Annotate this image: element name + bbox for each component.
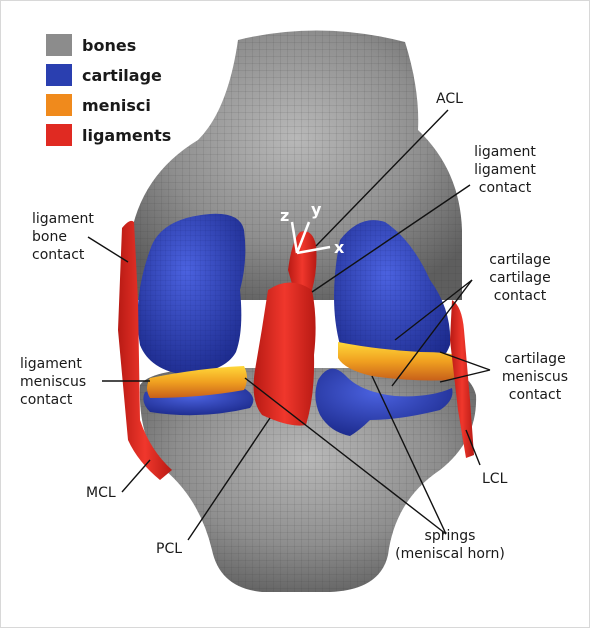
axis-label-x: x xyxy=(334,238,345,257)
label-ligament-bone-contact: ligament bone contact xyxy=(32,210,94,264)
meniscus-lateral xyxy=(338,342,459,381)
label-line: ligament xyxy=(32,211,94,227)
label-line: meniscus xyxy=(20,374,87,390)
ligament-mcl xyxy=(118,220,172,480)
label-line: cartilage xyxy=(504,351,566,367)
label-line: bone xyxy=(32,229,67,245)
label-line: ligament xyxy=(474,162,536,178)
annotation-leaders xyxy=(87,109,491,541)
label-ligament-meniscus-contact: ligament meniscus contact xyxy=(20,355,86,409)
label-line: contact xyxy=(493,288,547,304)
legend-label: ligaments xyxy=(82,125,172,145)
legend-swatch xyxy=(46,64,72,86)
ligament-pcl xyxy=(253,282,316,426)
label-lcl: LCL xyxy=(482,471,508,487)
tibia-bone xyxy=(139,368,477,592)
label-line: contact xyxy=(478,180,532,196)
legend-label: menisci xyxy=(82,95,151,115)
label-acl: ACL xyxy=(436,91,463,107)
legend-swatch xyxy=(46,124,72,146)
ligament-lcl xyxy=(450,300,474,458)
legend-item-bones: bones xyxy=(46,30,171,60)
label-line: ligament xyxy=(474,144,536,160)
label-line: springs xyxy=(424,528,476,544)
legend-swatch xyxy=(46,94,72,116)
label-line: cartilage xyxy=(489,270,551,286)
axis-label-z: z xyxy=(280,206,290,225)
meniscus-medial xyxy=(147,366,247,398)
coordinate-axes xyxy=(290,221,331,255)
cartilage-lateral-femoral xyxy=(334,220,451,375)
legend: bones cartilage menisci ligaments xyxy=(46,30,171,150)
legend-label: bones xyxy=(82,35,137,55)
label-line: contact xyxy=(508,387,562,403)
label-cartilage-meniscus-contact: cartilage meniscus contact xyxy=(490,350,580,404)
label-ligament-ligament-contact: ligament ligament contact xyxy=(460,143,550,197)
legend-item-menisci: menisci xyxy=(46,90,171,120)
label-line: contact xyxy=(32,247,85,263)
label-cartilage-cartilage-contact: cartilage cartilage contact xyxy=(470,251,570,305)
legend-swatch xyxy=(46,34,72,56)
label-line: contact xyxy=(20,392,73,408)
axis-label-y: y xyxy=(311,200,322,219)
cartilage-medial-femoral xyxy=(137,213,246,375)
legend-label: cartilage xyxy=(82,65,162,85)
label-pcl: PCL xyxy=(156,541,183,557)
label-line: cartilage xyxy=(489,252,551,268)
label-mcl: MCL xyxy=(86,485,116,501)
legend-item-cartilage: cartilage xyxy=(46,60,171,90)
label-springs-meniscal-horn: springs (meniscal horn) xyxy=(390,527,510,563)
label-line: (meniscal horn) xyxy=(395,546,505,562)
label-line: ligament xyxy=(20,356,82,372)
legend-item-ligaments: ligaments xyxy=(46,120,171,150)
label-line: meniscus xyxy=(501,369,569,385)
